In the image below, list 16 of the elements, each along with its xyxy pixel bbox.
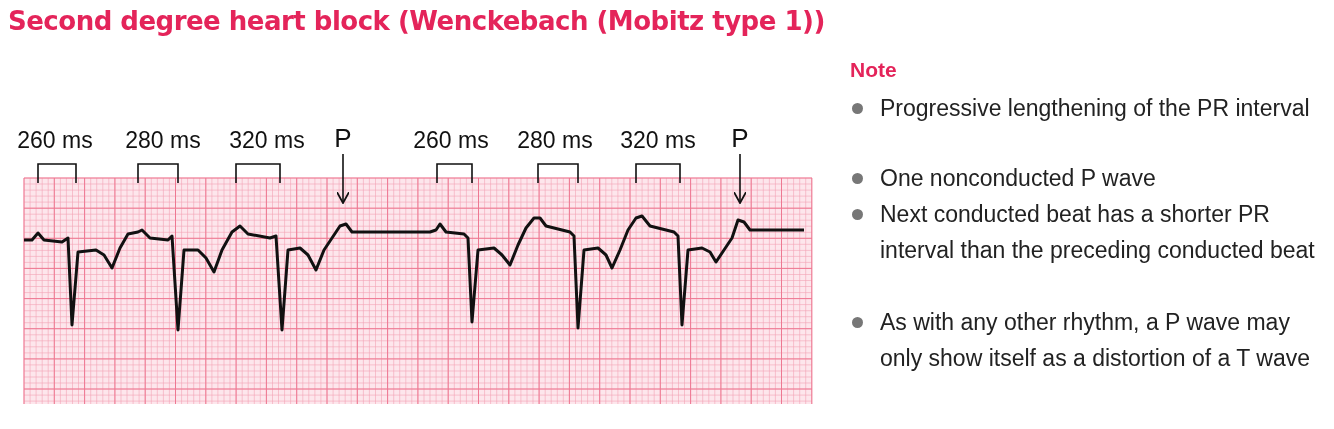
title: Second degree heart block (Wenckebach (Mobitz type 1)) [8, 6, 825, 36]
bullet-text: As with any other rhythm, a P wave may only show itself as a distortion of a T wave [880, 308, 1311, 373]
arrow [733, 153, 747, 204]
wave-label: P [731, 124, 749, 152]
interval-label: 260 ms [413, 127, 489, 154]
bullet-text: Progressive lengthening of the PR interval [880, 94, 1311, 123]
wave-label: P [334, 124, 352, 152]
arrow [336, 153, 350, 204]
interval-label: 320 ms [229, 127, 305, 154]
interval-label: 280 ms [125, 127, 201, 154]
interval-label: 280 ms [517, 127, 593, 154]
bullet-text: Next conducted beat has a shorter PR interval than the preceding conducted beat [880, 200, 1316, 265]
bullet-text: One nonconducted P wave [880, 164, 1157, 193]
interval-label: 260 ms [17, 127, 93, 154]
interval-label: 320 ms [620, 127, 696, 154]
note-heading: Note [850, 58, 897, 82]
